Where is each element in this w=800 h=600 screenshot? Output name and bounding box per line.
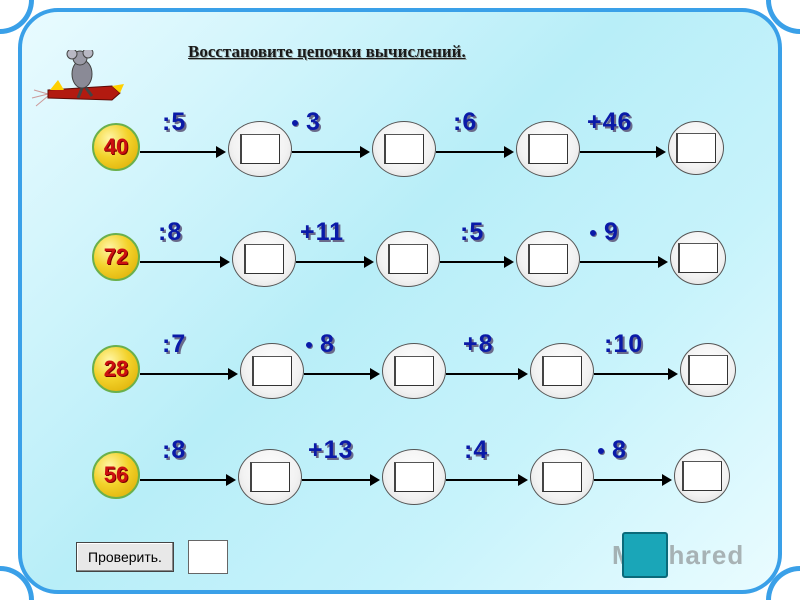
operation-label: :8: [158, 218, 182, 247]
operation-text: :10: [604, 330, 644, 358]
answer-oval: [372, 121, 436, 177]
chain-arrow: [296, 256, 374, 268]
operation-label: :4: [464, 436, 488, 465]
operation-text: 8: [320, 330, 335, 358]
next-slide-icon[interactable]: [622, 532, 668, 578]
operation-label: :10: [604, 330, 643, 359]
answer-input[interactable]: [388, 244, 428, 274]
operation-label: 8: [598, 436, 627, 465]
chain-arrow: [304, 368, 380, 380]
operation-label: 8: [306, 330, 335, 359]
chain-row: 40 :5 3 :6 +46: [0, 0, 800, 177]
answer-input[interactable]: [252, 356, 292, 386]
answer-input[interactable]: [528, 244, 568, 274]
operation-label: :7: [162, 330, 186, 359]
check-button[interactable]: Проверить.: [76, 542, 174, 572]
chain-row: 56 :8 +13 :4 8: [0, 0, 800, 505]
chain-row: 72 :8 +11 :5 9: [0, 0, 800, 287]
answer-oval: [228, 121, 292, 177]
operation-text: :5: [162, 108, 187, 136]
chain-arrow: [436, 146, 514, 158]
result-box: [188, 540, 228, 574]
chain-arrow: [140, 474, 236, 486]
chain-arrow: [580, 256, 668, 268]
chain-arrow: [440, 256, 514, 268]
mouse-on-rocket-icon: [31, 50, 124, 107]
multiply-dot-icon: [598, 448, 604, 455]
chain-arrow: [580, 146, 666, 158]
answer-input[interactable]: [394, 462, 434, 492]
chain-arrow: [140, 368, 238, 380]
answer-oval: [530, 343, 594, 399]
answer-oval: [382, 449, 446, 505]
answer-oval: [674, 449, 730, 503]
answer-oval: [670, 231, 726, 285]
operation-label: :5: [162, 108, 186, 137]
operation-label: +46: [587, 108, 632, 137]
multiply-dot-icon: [306, 342, 312, 349]
chain-start-number: 28: [92, 345, 140, 393]
operation-label: 3: [292, 108, 321, 137]
answer-oval: [668, 121, 724, 175]
answer-oval: [516, 231, 580, 287]
answer-input[interactable]: [542, 356, 582, 386]
answer-oval: [240, 343, 304, 399]
multiply-dot-icon: [292, 120, 298, 127]
answer-oval: [238, 449, 302, 505]
multiply-dot-icon: [590, 230, 596, 237]
answer-oval: [232, 231, 296, 287]
chain-start-number: 40: [92, 123, 140, 171]
answer-oval: [530, 449, 594, 505]
chain-arrow: [594, 368, 678, 380]
chain-arrow: [302, 474, 380, 486]
operation-text: :8: [162, 436, 187, 464]
operation-label: :8: [162, 436, 186, 465]
operation-text: +13: [308, 436, 354, 464]
chain-arrow: [140, 256, 230, 268]
chain-arrow: [594, 474, 672, 486]
operation-text: :7: [162, 330, 187, 358]
chain-arrow: [446, 474, 528, 486]
operation-text: +46: [587, 108, 633, 136]
answer-input[interactable]: [240, 134, 280, 164]
answer-oval: [516, 121, 580, 177]
answer-input[interactable]: [676, 133, 716, 163]
answer-oval: [680, 343, 736, 397]
answer-input[interactable]: [394, 356, 434, 386]
answer-input[interactable]: [528, 134, 568, 164]
operation-text: :4: [464, 436, 489, 464]
operation-label: +11: [300, 218, 344, 247]
chain-arrow: [292, 146, 370, 158]
chain-arrow: [140, 146, 226, 158]
answer-input[interactable]: [244, 244, 284, 274]
operation-label: +8: [463, 330, 494, 359]
operation-text: :6: [453, 108, 478, 136]
chain-arrow: [446, 368, 528, 380]
operation-text: 9: [604, 218, 619, 246]
operation-text: 3: [306, 108, 321, 136]
answer-input[interactable]: [250, 462, 290, 492]
answer-oval: [376, 231, 440, 287]
answer-input[interactable]: [384, 134, 424, 164]
operation-text: +11: [300, 218, 345, 246]
answer-input[interactable]: [682, 461, 722, 491]
chain-start-number: 56: [92, 451, 140, 499]
answer-input[interactable]: [688, 355, 728, 385]
operation-label: 9: [590, 218, 619, 247]
operation-text: :5: [460, 218, 485, 246]
operation-label: :5: [460, 218, 484, 247]
operation-label: :6: [453, 108, 477, 137]
operation-text: +8: [463, 330, 494, 358]
operation-text: 8: [612, 436, 627, 464]
chain-start-number: 72: [92, 233, 140, 281]
operation-label: +13: [308, 436, 353, 465]
chain-row: 28 :7 8 +8 :10: [0, 0, 800, 399]
answer-input[interactable]: [678, 243, 718, 273]
operation-text: :8: [158, 218, 183, 246]
answer-input[interactable]: [542, 462, 582, 492]
page-title: Восстановите цепочки вычислений.: [188, 42, 466, 61]
answer-oval: [382, 343, 446, 399]
